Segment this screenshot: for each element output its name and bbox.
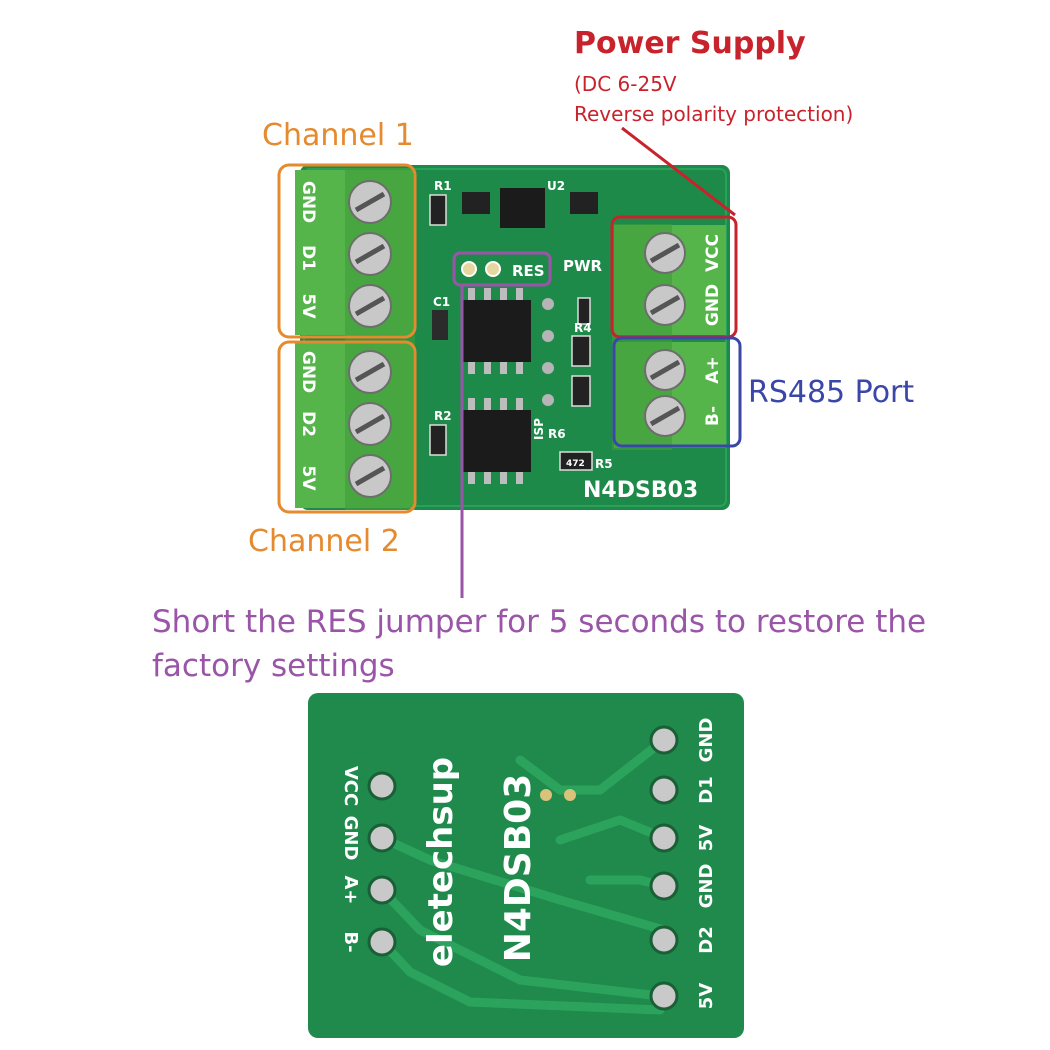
res-jumper-pads [461,261,501,277]
bottom-pin-5v-1: 5V [696,825,717,852]
bottom-pin-a-plus: A+ [340,875,361,904]
bottom-pin-gnd-2: GND [696,864,717,909]
bottom-model: N4DSB03 [498,774,539,963]
pin-5v-2: 5V [298,466,318,492]
res-jumper-note: Short the RES jumper for 5 seconds to re… [152,604,927,684]
power-supply-pointer [621,126,736,217]
bottom-right-labels: GND D1 5V GND D2 5V [696,718,717,1010]
terminal-block-left [295,168,415,510]
bottom-pin-d2: D2 [696,926,717,953]
bottom-brand: eletechsup [421,757,461,967]
left-terminal-labels: GND D1 5V GND D2 5V [298,181,318,491]
silk-r5: R5 [595,457,613,471]
res-jumper-box [452,251,552,287]
power-supply-voltage: (DC 6-25V [574,72,677,96]
pin-a-plus: A+ [703,356,723,383]
silk-pwr: PWR [563,257,603,275]
pcb-bottom [308,693,744,1038]
pcb-silkscreen-top: N4DSB03 RES PWR R1 R2 R4 R5 R6 C1 U2 ISP… [433,179,698,503]
bottom-left-labels: VCC GND A+ B- [340,766,361,953]
silk-resistor-code: 472 [566,459,585,469]
silk-u2: U2 [547,179,565,193]
pin-b-minus: B- [703,406,723,426]
channel-2-box [277,340,417,514]
silk-r1: R1 [434,179,452,193]
pin-gnd-1: GND [298,181,318,223]
pin-5v-1: 5V [298,294,318,320]
power-supply-title: Power Supply [574,26,806,61]
rs485-port-box [612,336,742,448]
pin-d1: D1 [298,245,318,271]
silk-r6: R6 [548,427,566,441]
pin-gnd-2: GND [298,351,318,393]
bottom-solder-pads-left [367,771,397,957]
pin-d2: D2 [298,411,318,437]
bottom-pin-gnd-1: GND [696,718,717,763]
board-top-illustration: N4DSB03 RES PWR R1 R2 R4 R5 R6 C1 U2 ISP… [277,126,742,598]
bottom-pin-d1: D1 [696,776,717,803]
resistors [429,194,593,471]
channel-1-box [277,163,417,339]
right-terminal-labels: VCC GND A+ B- [703,234,723,426]
ic-chips [432,188,598,484]
silk-isp: ISP [532,418,546,440]
bottom-pin-5v-2: 5V [696,983,717,1010]
silk-c1: C1 [433,295,450,309]
bottom-pin-b-minus: B- [340,931,361,952]
bottom-pin-gnd: GND [340,816,361,861]
silk-res: RES [512,262,545,280]
terminal-block-right [612,224,726,450]
pin-gnd-power: GND [703,284,723,326]
silk-r4: R4 [574,321,592,335]
bottom-solder-pads-right [649,725,679,1011]
pin-vcc: VCC [703,234,723,272]
rs485-port-label: RS485 Port [748,375,915,410]
silk-model: N4DSB03 [583,478,698,503]
channel-2-label: Channel 2 [248,524,400,559]
bottom-pin-vcc: VCC [340,766,361,806]
bottom-res-pads [540,789,576,801]
isp-pads [542,298,554,406]
power-supply-protection: Reverse polarity protection) [574,102,854,126]
silk-r2: R2 [434,409,452,423]
channel-1-label: Channel 1 [262,118,414,153]
